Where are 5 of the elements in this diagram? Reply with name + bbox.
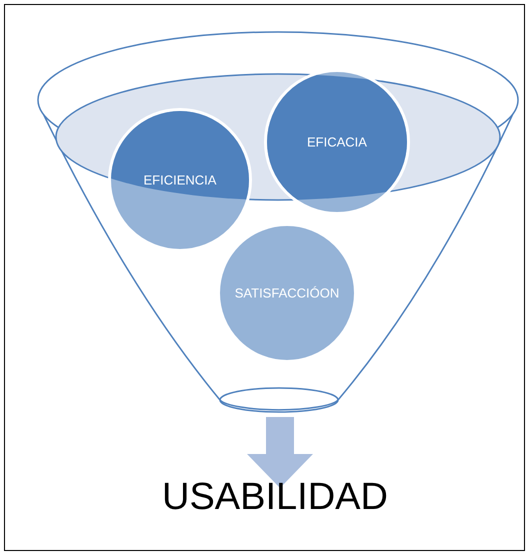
- circle-label: EFICACIA: [306, 134, 368, 150]
- block-arrow: [247, 417, 313, 488]
- circle-label: SATISFACCIÓON: [234, 286, 340, 300]
- result-label: USABILIDAD: [162, 478, 388, 516]
- circle-label: EFICIENCIA: [142, 172, 218, 188]
